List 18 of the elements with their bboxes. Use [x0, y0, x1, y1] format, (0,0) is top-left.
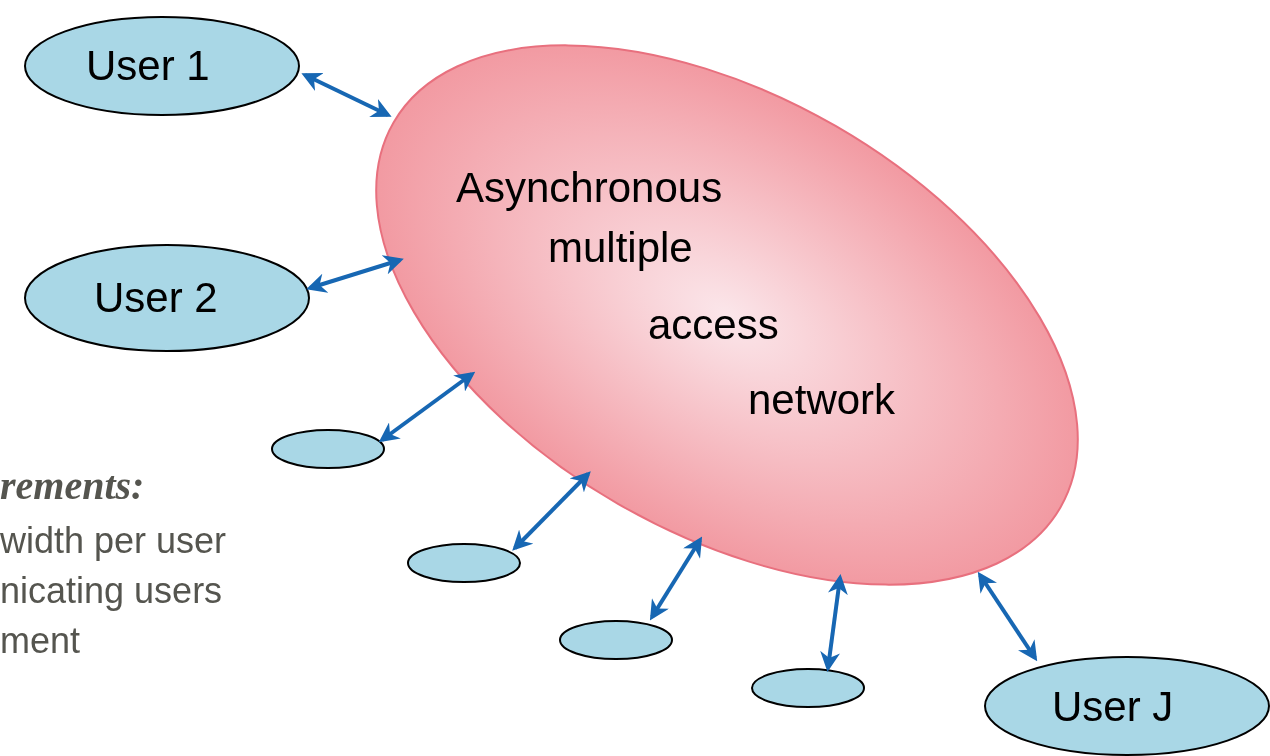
node-label: Asynchronous: [456, 167, 723, 209]
requirement-text: nicating users: [0, 570, 223, 612]
node-label: User J: [1052, 686, 1174, 728]
requirement-text: rements:: [0, 462, 145, 509]
double-arrow: [301, 72, 392, 118]
node-label: network: [748, 379, 896, 421]
node-label: multiple: [548, 227, 693, 269]
double-arrow: [649, 536, 703, 621]
double-arrow: [378, 371, 476, 443]
node-label: User 2: [94, 277, 218, 319]
double-arrow: [306, 255, 404, 293]
node-label: User 1: [86, 45, 210, 87]
node-label: access: [648, 304, 779, 346]
requirement-text: ment: [0, 620, 81, 662]
double-arrow: [977, 571, 1038, 662]
double-arrow: [820, 574, 848, 672]
requirement-text: width per user: [0, 520, 227, 562]
double-arrow: [512, 471, 591, 551]
